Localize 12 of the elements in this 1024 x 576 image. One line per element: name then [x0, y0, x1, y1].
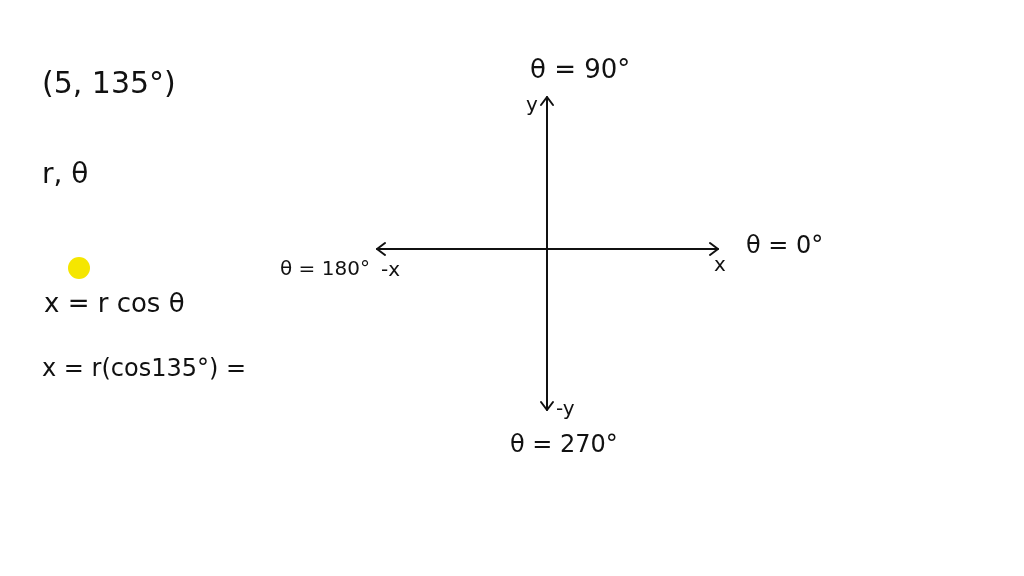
axis-label: y: [526, 94, 538, 114]
angle-label: θ = 0°: [746, 233, 824, 257]
axis-label: x: [714, 254, 726, 274]
angle-label: θ = 180°: [280, 258, 370, 278]
axis-label: -x: [381, 259, 401, 279]
formula-text: x = r(cos135°) =: [42, 356, 247, 380]
formula-text: x = r cos θ: [44, 290, 185, 316]
angle-label: θ = 90°: [530, 56, 631, 82]
angle-label: θ = 270°: [510, 432, 618, 456]
axis-label: -y: [556, 398, 575, 418]
coordinate-text: (5, 135°): [42, 68, 176, 98]
variable-text: r, θ: [42, 160, 89, 188]
